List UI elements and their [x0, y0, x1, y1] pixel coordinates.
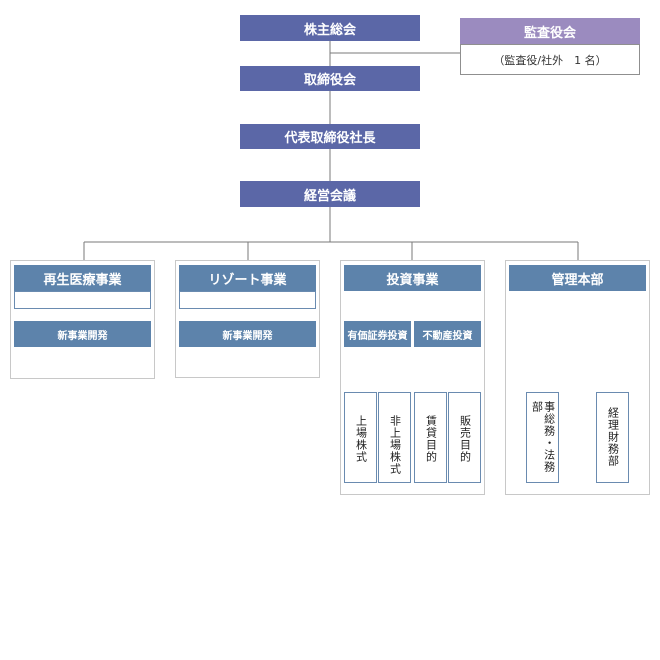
sales-purpose-node: 販売目的	[448, 392, 481, 483]
shareholders-meeting-node: 株主総会	[240, 15, 420, 41]
general-affairs-legal-node: 事総務・法務部	[526, 392, 559, 483]
securities-investment-node: 有価証券投資	[344, 321, 411, 347]
listed-stocks-node: 上場株式	[344, 392, 377, 483]
new-business-development-node: 新事業開発	[179, 321, 316, 347]
auditor-board-node: 監査役会	[460, 18, 640, 44]
division-empty-box	[179, 291, 316, 309]
rental-purpose-node: 賃貸目的	[414, 392, 447, 483]
accounting-finance-node: 経理財務部	[596, 392, 629, 483]
unlisted-stocks-node: 非上場株式	[378, 392, 411, 483]
president-node: 代表取締役社長	[240, 124, 420, 149]
real-estate-investment-node: 不動産投資	[414, 321, 481, 347]
division-empty-box	[14, 291, 151, 309]
board-of-directors-node: 取締役会	[240, 66, 420, 91]
new-business-development-node: 新事業開発	[14, 321, 151, 347]
division-title-resort: リゾート事業	[179, 265, 316, 291]
division-title-investment: 投資事業	[344, 265, 481, 291]
auditor-note: （監査役/社外 1 名）	[460, 44, 640, 75]
management-meeting-node: 経営会議	[240, 181, 420, 207]
division-title-administration: 管理本部	[509, 265, 646, 291]
division-title-regenerative-medicine: 再生医療事業	[14, 265, 151, 291]
